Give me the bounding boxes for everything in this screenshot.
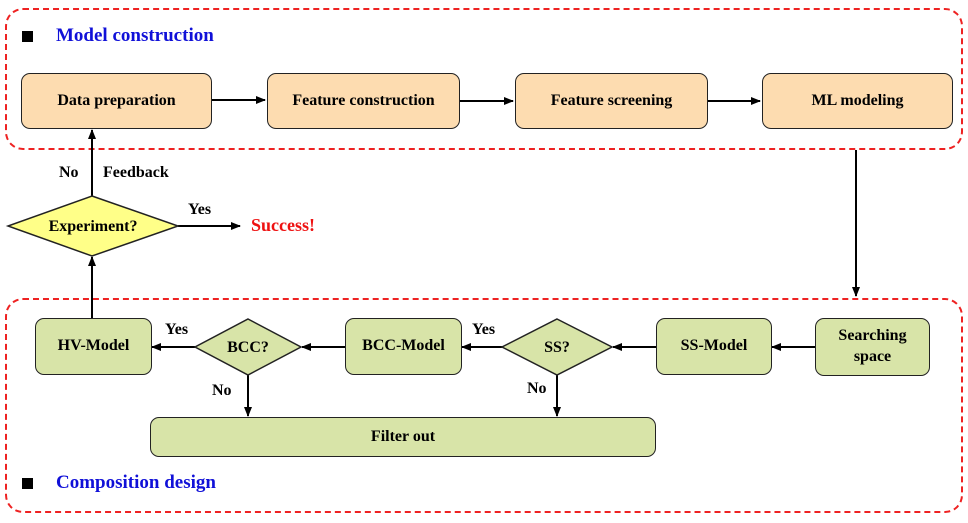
feature-construction-box: Feature construction <box>267 73 460 129</box>
bcc-no-label: No <box>212 382 232 399</box>
feedback-label: Feedback <box>103 164 169 181</box>
bcc-model-box: BCC-Model <box>345 318 462 375</box>
experiment-no-label: No <box>59 164 79 181</box>
composition-design-bullet <box>22 478 33 489</box>
composition-design-title: Composition design <box>56 472 216 493</box>
model-construction-title: Model construction <box>56 25 214 46</box>
success-label: Success! <box>251 215 315 235</box>
ss-no-label: No <box>527 380 547 397</box>
bcc-yes-label: Yes <box>165 321 189 338</box>
feature-screening-box: Feature screening <box>515 73 708 129</box>
ss-decision-label: SS? <box>544 339 570 356</box>
model-construction-section <box>5 8 963 150</box>
ml-modeling-box: ML modeling <box>762 73 953 129</box>
experiment-yes-label: Yes <box>188 201 212 218</box>
ss-yes-label: Yes <box>472 321 496 338</box>
model-construction-bullet <box>22 31 33 42</box>
ss-decision <box>500 318 614 376</box>
filter-out-box: Filter out <box>150 417 656 457</box>
ss-model-box: SS-Model <box>656 318 772 375</box>
bcc-decision-label: BCC? <box>227 339 269 356</box>
experiment-decision <box>5 195 181 257</box>
hv-model-box: HV-Model <box>35 318 152 375</box>
searching-space-box: Searching space <box>815 318 930 376</box>
experiment-decision-label: Experiment? <box>49 218 138 235</box>
bcc-decision <box>193 318 303 376</box>
composition-design-section <box>5 298 963 513</box>
data-preparation-box: Data preparation <box>21 73 212 129</box>
